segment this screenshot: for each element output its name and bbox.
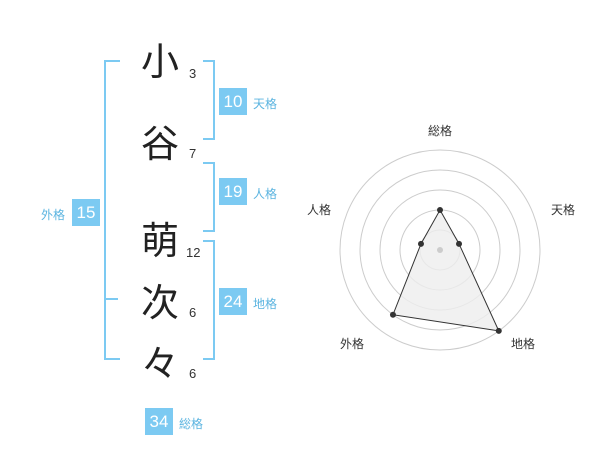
chikaku-badge: 24 (219, 288, 247, 315)
radar-point-5 (417, 240, 424, 247)
radar-label-right: 天格 (551, 203, 576, 217)
soukaku-label: 総格 (179, 417, 204, 431)
chikaku-bracket (203, 240, 215, 360)
radar-label-bottom-left: 外格 (340, 337, 365, 351)
radar-label-top: 総格 (428, 124, 453, 138)
chikaku-label: 地格 (253, 297, 278, 311)
radar-point-1 (437, 207, 443, 213)
radar-label-bottom-right: 地格 (511, 337, 536, 351)
radar-label-left: 人格 (307, 203, 332, 217)
radar-point-2 (456, 240, 463, 247)
stroke-count-3: 12 (186, 245, 201, 260)
stroke-count-5: 6 (189, 366, 197, 381)
gaikaku-bracket (104, 60, 120, 360)
jinkaku-label: 人格 (253, 187, 278, 201)
radar-chart (339, 149, 541, 351)
stroke-count-2: 7 (189, 146, 197, 161)
tenkaku-badge: 10 (219, 88, 247, 115)
stroke-count-1: 3 (189, 66, 197, 81)
radar-series-polygon (392, 208, 500, 332)
stroke-count-4: 6 (189, 305, 197, 320)
jinkaku-bracket (203, 162, 215, 232)
name-char-5: 々 (140, 342, 179, 386)
name-char-3: 萌 (140, 219, 179, 263)
radar-point-3 (495, 327, 502, 334)
radar-center-dot (437, 247, 443, 253)
gaikaku-label: 外格 (41, 208, 66, 222)
gaikaku-bracket-tick (104, 298, 118, 300)
tenkaku-label: 天格 (253, 97, 278, 111)
name-char-1: 小 (140, 40, 179, 84)
soukaku-badge: 34 (145, 408, 173, 435)
radar-point-4 (389, 311, 396, 318)
gaikaku-badge: 15 (72, 199, 100, 226)
jinkaku-badge: 19 (219, 178, 247, 205)
name-char-4: 次 (140, 281, 179, 325)
name-char-2: 谷 (140, 122, 179, 166)
tenkaku-bracket (203, 60, 215, 140)
